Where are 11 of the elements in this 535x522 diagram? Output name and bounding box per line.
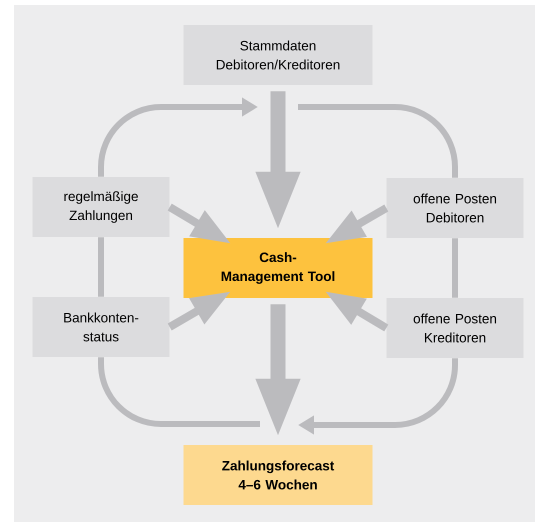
tool-box: Cash-Management Tool: [184, 238, 372, 298]
loop-line: [98, 357, 260, 427]
connector-line: [98, 237, 104, 297]
loop-line: [298, 104, 458, 178]
connector-line: [452, 238, 458, 298]
input-box: Stammdaten Debitoren/Kreditoren: [184, 25, 372, 85]
input-box: offene Posten Kreditoren: [386, 298, 524, 358]
input-box: regelmäßige Zahlungen: [32, 177, 170, 237]
input-box: offene Posten Debitoren: [386, 178, 524, 238]
result-box: Zahlungsforecast 4–6 Wochen: [184, 445, 372, 505]
input-box: Bankkonten-status: [32, 297, 170, 357]
